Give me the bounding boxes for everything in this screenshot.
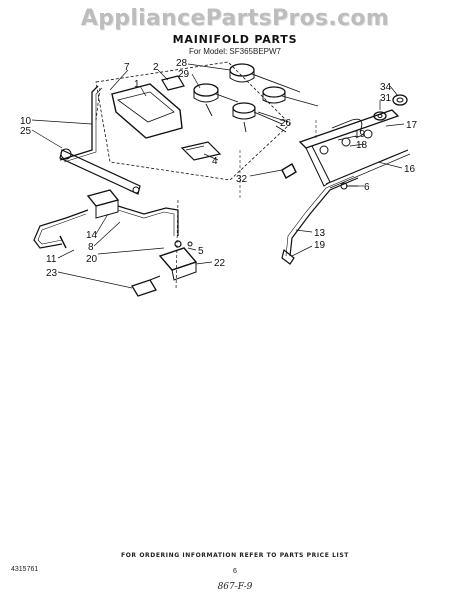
knob-part-31 <box>373 111 387 121</box>
callout-2: 2 <box>153 62 159 73</box>
callout-7: 7 <box>124 62 130 73</box>
knob-part-34 <box>392 94 408 106</box>
callout-17: 17 <box>406 120 418 131</box>
callout-5: 5 <box>198 246 204 257</box>
callout-19-upper: 19 <box>354 129 366 140</box>
shield-plate <box>180 141 222 161</box>
callout-4: 4 <box>212 156 218 167</box>
callout-28: 28 <box>176 58 188 69</box>
callout-31: 31 <box>380 93 392 104</box>
callout-26: 26 <box>280 118 292 129</box>
bracket-part <box>111 83 183 139</box>
callout-19-lower: 19 <box>314 240 326 251</box>
supply-pipe <box>117 199 179 291</box>
callout-14: 14 <box>86 230 98 241</box>
callout-8: 8 <box>88 242 94 253</box>
callout-34: 34 <box>380 82 392 93</box>
callout-1: 1 <box>134 79 140 90</box>
orifice-tubes <box>205 73 319 133</box>
callout-29: 29 <box>178 69 190 80</box>
burner-tube <box>59 148 141 195</box>
clip-part <box>281 163 297 179</box>
callout-10: 10 <box>20 116 32 127</box>
callout-11: 11 <box>46 254 57 265</box>
leader-lines <box>31 63 405 289</box>
elbow-fitting <box>131 275 161 297</box>
guide-lines <box>239 120 317 198</box>
bracket-small <box>161 75 185 91</box>
manifold-pipe-right <box>298 109 411 189</box>
burner-valve-front-left <box>193 83 219 103</box>
page-number: 6 <box>233 568 237 575</box>
callout-13: 13 <box>314 228 326 239</box>
parts-group-outline <box>95 61 291 181</box>
watermark: AppliancePartsPros.com <box>80 6 390 31</box>
burner-valve-front-right <box>232 102 256 120</box>
burner-valve-rear-right <box>262 86 286 104</box>
callout-6: 6 <box>364 182 370 193</box>
callout-16: 16 <box>404 164 416 175</box>
document-number: 4315761 <box>11 566 39 573</box>
callout-labels: 7 2 28 29 1 34 31 10 25 26 17 19 18 16 4… <box>20 58 418 279</box>
model-subtitle: For Model: SF365BEPW7 <box>188 47 282 56</box>
manifold-tube-left <box>59 85 103 163</box>
page-title: MAINIFOLD PARTS <box>172 33 298 46</box>
callout-32: 32 <box>236 174 248 185</box>
callout-20: 20 <box>86 254 98 265</box>
valve-body <box>158 240 198 281</box>
regulator-block <box>86 189 120 219</box>
gas-line-loop <box>33 209 89 249</box>
gas-tube-right <box>281 175 359 265</box>
handwritten-code: 867-F-9 <box>217 582 253 592</box>
callout-18: 18 <box>356 140 368 151</box>
callout-23: 23 <box>46 268 58 279</box>
ordering-note: FOR ORDERING INFORMATION REFER TO PARTS … <box>121 552 349 559</box>
callout-25: 25 <box>20 126 32 137</box>
callout-22: 22 <box>214 258 226 269</box>
burner-valve-rear-left <box>229 63 255 83</box>
